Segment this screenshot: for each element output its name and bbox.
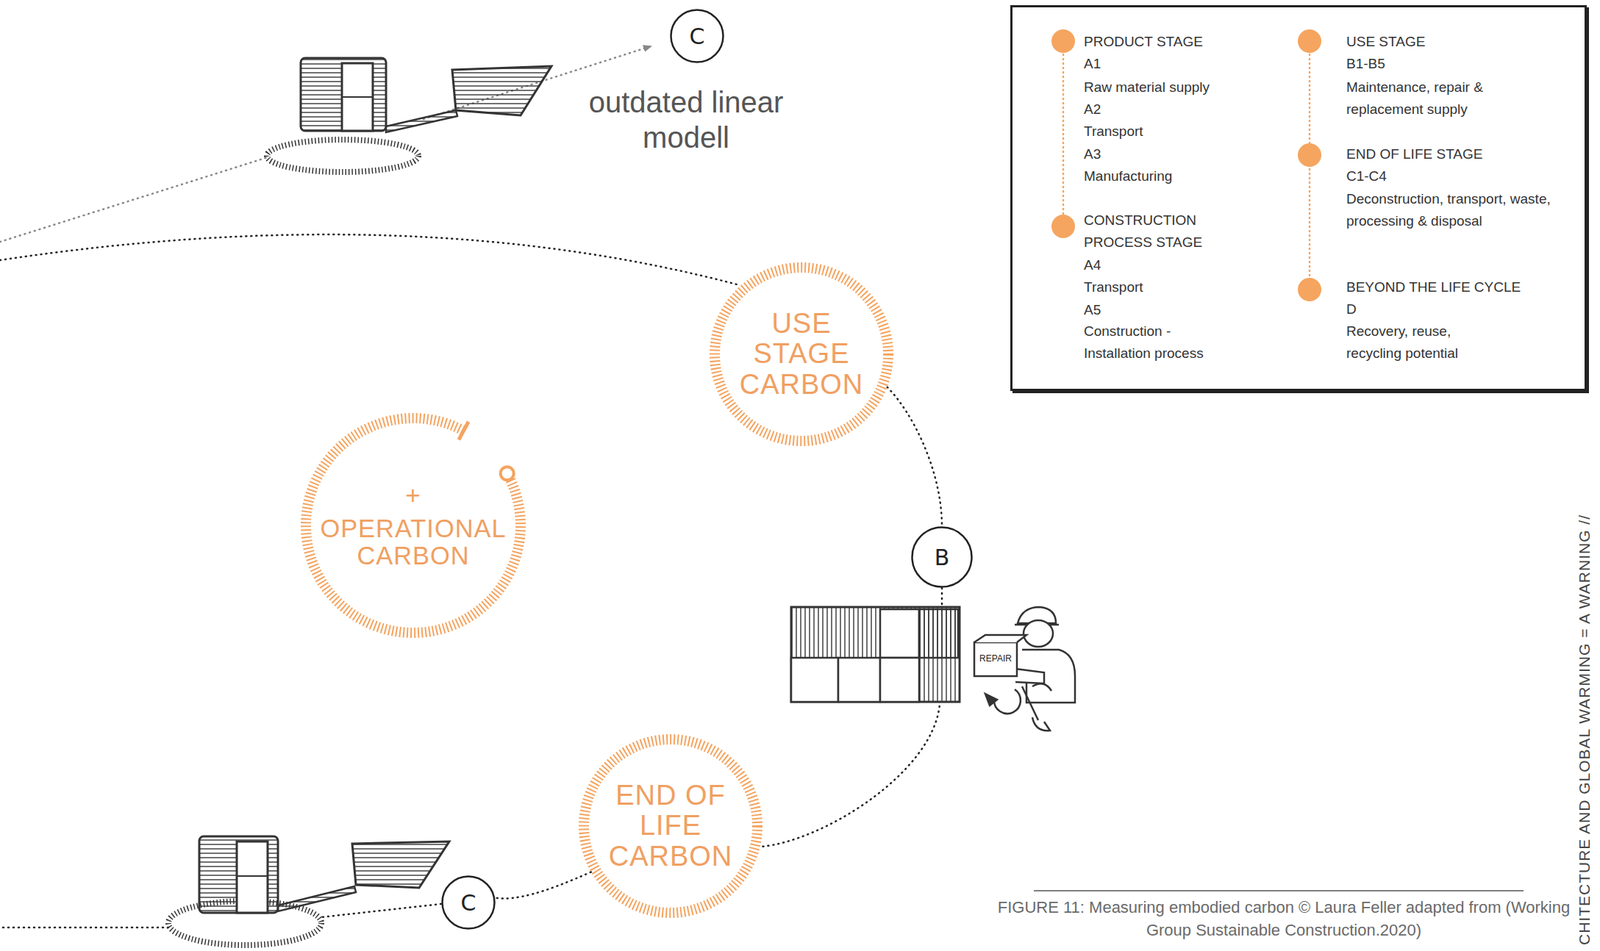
legend-text: A2 (1083, 98, 1305, 121)
stage-circle: C (441, 875, 496, 931)
stage-dot (1297, 143, 1322, 167)
beam (277, 886, 356, 912)
circle-border (912, 527, 973, 588)
stage-letter: B (934, 544, 950, 571)
legend-text: BEYOND THE LIFE CYCLE (1346, 276, 1567, 299)
linear-path (0, 157, 268, 242)
legend-text: Construction - Installation process (1083, 320, 1239, 365)
legend-text: Transport (1083, 120, 1305, 143)
circle-border (442, 877, 495, 930)
legend-text: Manufacturing (1083, 165, 1305, 188)
circle-content: C (441, 875, 496, 931)
circle-content: USE STAGE CARBON (709, 262, 894, 447)
building-box (199, 836, 278, 914)
circle-content: B (911, 526, 973, 589)
stage-circle: + OPERATIONAL CARBON (300, 413, 526, 639)
legend-text: CONSTRUCTION PROCESS STAGE (1083, 209, 1253, 254)
dot-line (1062, 41, 1065, 227)
stage-circle: USE STAGE CARBON (709, 262, 894, 447)
tick-ring (583, 739, 758, 914)
building-sketch (266, 58, 552, 173)
legend-text: C1-C4 (1346, 165, 1567, 188)
stage-dot (1297, 277, 1322, 302)
rotate-arrowhead (985, 694, 998, 706)
legend-text: D (1346, 298, 1567, 321)
legend-text: USE STAGE (1346, 30, 1567, 53)
side-title: CHITECTURE AND GLOBAL WARMING = A WARNIN… (1575, 514, 1594, 946)
door-line (236, 875, 268, 878)
dotted-connector (494, 872, 591, 900)
window (880, 609, 920, 659)
window (791, 658, 839, 703)
window (838, 658, 881, 703)
stage-label: USE STAGE CARBON (727, 308, 875, 400)
door-line (341, 96, 373, 98)
legend-text: Transport (1083, 276, 1305, 299)
circle-content: END OF LIFE CARBON (578, 734, 763, 919)
box-label: REPAIR (975, 653, 1016, 664)
legend-text: B1-B5 (1346, 52, 1567, 75)
legend-box: PRODUCT STAGEA1Raw material supplyA2Tran… (1010, 5, 1587, 392)
stage-label: + (405, 481, 421, 510)
circle-content: C (669, 8, 725, 64)
legend-text: A1 (1083, 52, 1305, 75)
tick-ring (305, 418, 521, 634)
figure-caption: FIGURE 11: Measuring embodied carbon © L… (997, 897, 1571, 943)
rotate-arrow (994, 689, 1021, 714)
stage-circle: B (911, 526, 973, 589)
legend-text: Raw material supply (1083, 76, 1305, 99)
box-top (974, 635, 1027, 643)
circle-border (671, 10, 724, 63)
legend-text: Maintenance, repair & replacement supply (1346, 76, 1523, 121)
stage-label: OPERATIONAL CARBON (310, 515, 517, 570)
building-box (791, 607, 960, 703)
ring-end (500, 466, 514, 481)
door (341, 63, 373, 131)
legend-text: A5 (1083, 299, 1305, 322)
circle-content: + OPERATIONAL CARBON (300, 413, 526, 639)
legend-text: A3 (1083, 143, 1305, 166)
door (236, 841, 268, 914)
loop-path (0, 927, 169, 930)
stage-dot (1051, 214, 1075, 239)
stage-letter: C (461, 890, 477, 917)
loop-path (321, 904, 442, 918)
slab (452, 66, 552, 116)
window (880, 658, 920, 703)
repair-worker (974, 607, 1075, 731)
wrench (1022, 683, 1052, 731)
stage-dot (1051, 29, 1075, 53)
arm (1015, 669, 1045, 684)
ground-ring (266, 139, 419, 173)
loop-path (0, 234, 740, 286)
legend-text: END OF LIFE STAGE (1346, 143, 1567, 166)
head (1023, 620, 1053, 648)
building-sketch (168, 836, 450, 946)
legend-text: Deconstruction, transport, waste, proces… (1346, 188, 1567, 233)
model-note: outdated linear modell (586, 84, 786, 156)
stage-letter: C (689, 23, 706, 50)
legend-text: Recovery, reuse, recycling potential (1346, 320, 1483, 365)
tick-ring (714, 267, 889, 442)
slab (352, 841, 450, 889)
repair-box (974, 642, 1017, 677)
legend-text: PRODUCT STAGE (1083, 30, 1305, 53)
building-sketch (791, 607, 960, 703)
ring-tick (458, 422, 469, 441)
caption-rule (1033, 890, 1524, 892)
stage-dot (1297, 29, 1322, 53)
stage-circle: END OF LIFE CARBON (578, 734, 763, 919)
window (919, 609, 959, 659)
building-box (300, 58, 387, 131)
legend-text: A4 (1083, 254, 1305, 277)
stage-label: END OF LIFE CARBON (597, 780, 745, 872)
stage-circle: C (669, 8, 725, 64)
dotted-connector (887, 387, 942, 527)
beam (386, 110, 458, 133)
